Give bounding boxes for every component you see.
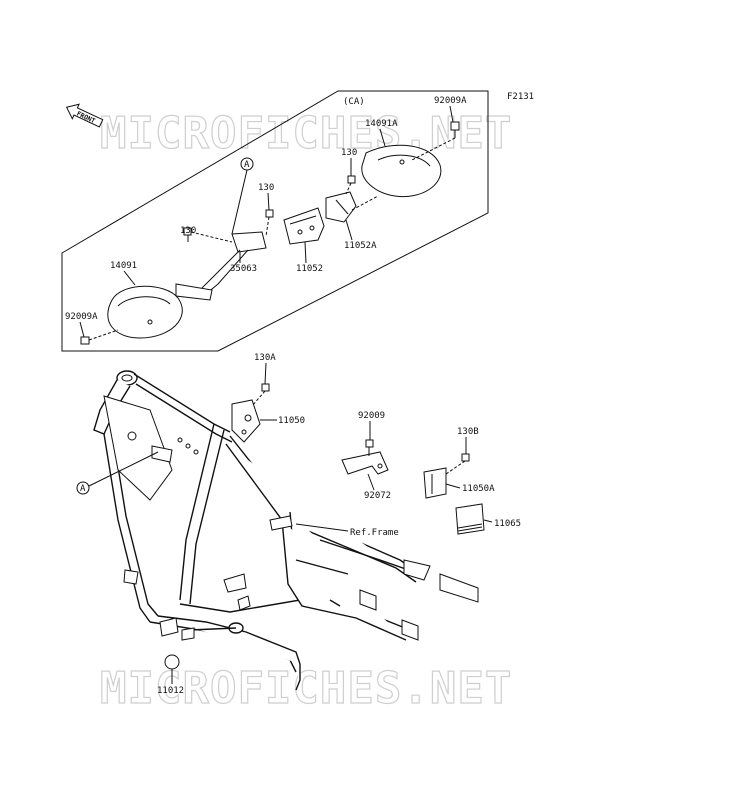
bracket-11050 <box>231 399 261 443</box>
ca-variant-boundary <box>61 90 489 352</box>
label-14091A: 14091A <box>365 119 398 129</box>
front-label: FRONT <box>75 110 96 126</box>
label-11052: 11052 <box>296 264 323 274</box>
label-35063: 35063 <box>230 264 257 274</box>
bolt-130-top <box>345 175 356 195</box>
bracket-11052 <box>283 207 325 245</box>
label-92009: 92009 <box>358 411 385 421</box>
side-cover-left <box>107 285 183 339</box>
label-ref-frame: Ref.Frame <box>350 528 399 538</box>
label-92009A-top: 92009A <box>434 96 467 106</box>
side-cover-right-edge <box>377 154 431 167</box>
bolt-92009A-top <box>450 121 460 138</box>
bolt-130-left <box>183 227 192 242</box>
side-cover-right <box>361 144 442 198</box>
motorcycle-frame <box>93 370 479 691</box>
watermark-top: MICROFICHES.NET <box>100 108 512 159</box>
bracket-11052A <box>325 191 357 223</box>
cap-11012 <box>164 654 180 670</box>
bolt-130-middle <box>265 209 274 237</box>
svg-text:A: A <box>80 484 86 494</box>
label-11052A: 11052A <box>344 241 377 251</box>
stay-35063 <box>175 231 267 301</box>
svg-text:A: A <box>244 160 250 170</box>
watermark-bottom: MICROFICHES.NET <box>100 663 512 714</box>
bracket-11050A <box>423 467 447 499</box>
bolt-130B <box>445 453 470 475</box>
label-11050A: 11050A <box>462 484 495 494</box>
figure-code: F2131 <box>507 92 534 102</box>
label-130-middle: 130 <box>258 183 274 193</box>
label-14091: 14091 <box>110 261 137 271</box>
bolt-130A <box>251 383 270 407</box>
side-cover-left-edge <box>117 296 171 307</box>
label-92009A-left: 92009A <box>65 312 98 322</box>
label-11050: 11050 <box>278 416 305 426</box>
cover-hole <box>399 159 405 165</box>
callout-a-frame: A <box>76 451 159 495</box>
label-92072: 92072 <box>364 491 391 501</box>
label-130-left: 130 <box>180 226 196 236</box>
module-11065 <box>455 503 485 535</box>
cover-hole <box>147 319 153 325</box>
callout-a-top: A <box>231 157 254 235</box>
label-11065: 11065 <box>494 519 521 529</box>
variant-label: (CA) <box>343 97 365 107</box>
label-130-top: 130 <box>341 148 357 158</box>
bracket-92072 <box>341 451 389 475</box>
label-11012: 11012 <box>157 686 184 696</box>
label-130A: 130A <box>254 353 276 363</box>
label-130B: 130B <box>457 427 479 437</box>
bolt-92009A-left <box>80 329 119 345</box>
front-arrow-icon: FRONT <box>65 103 104 128</box>
